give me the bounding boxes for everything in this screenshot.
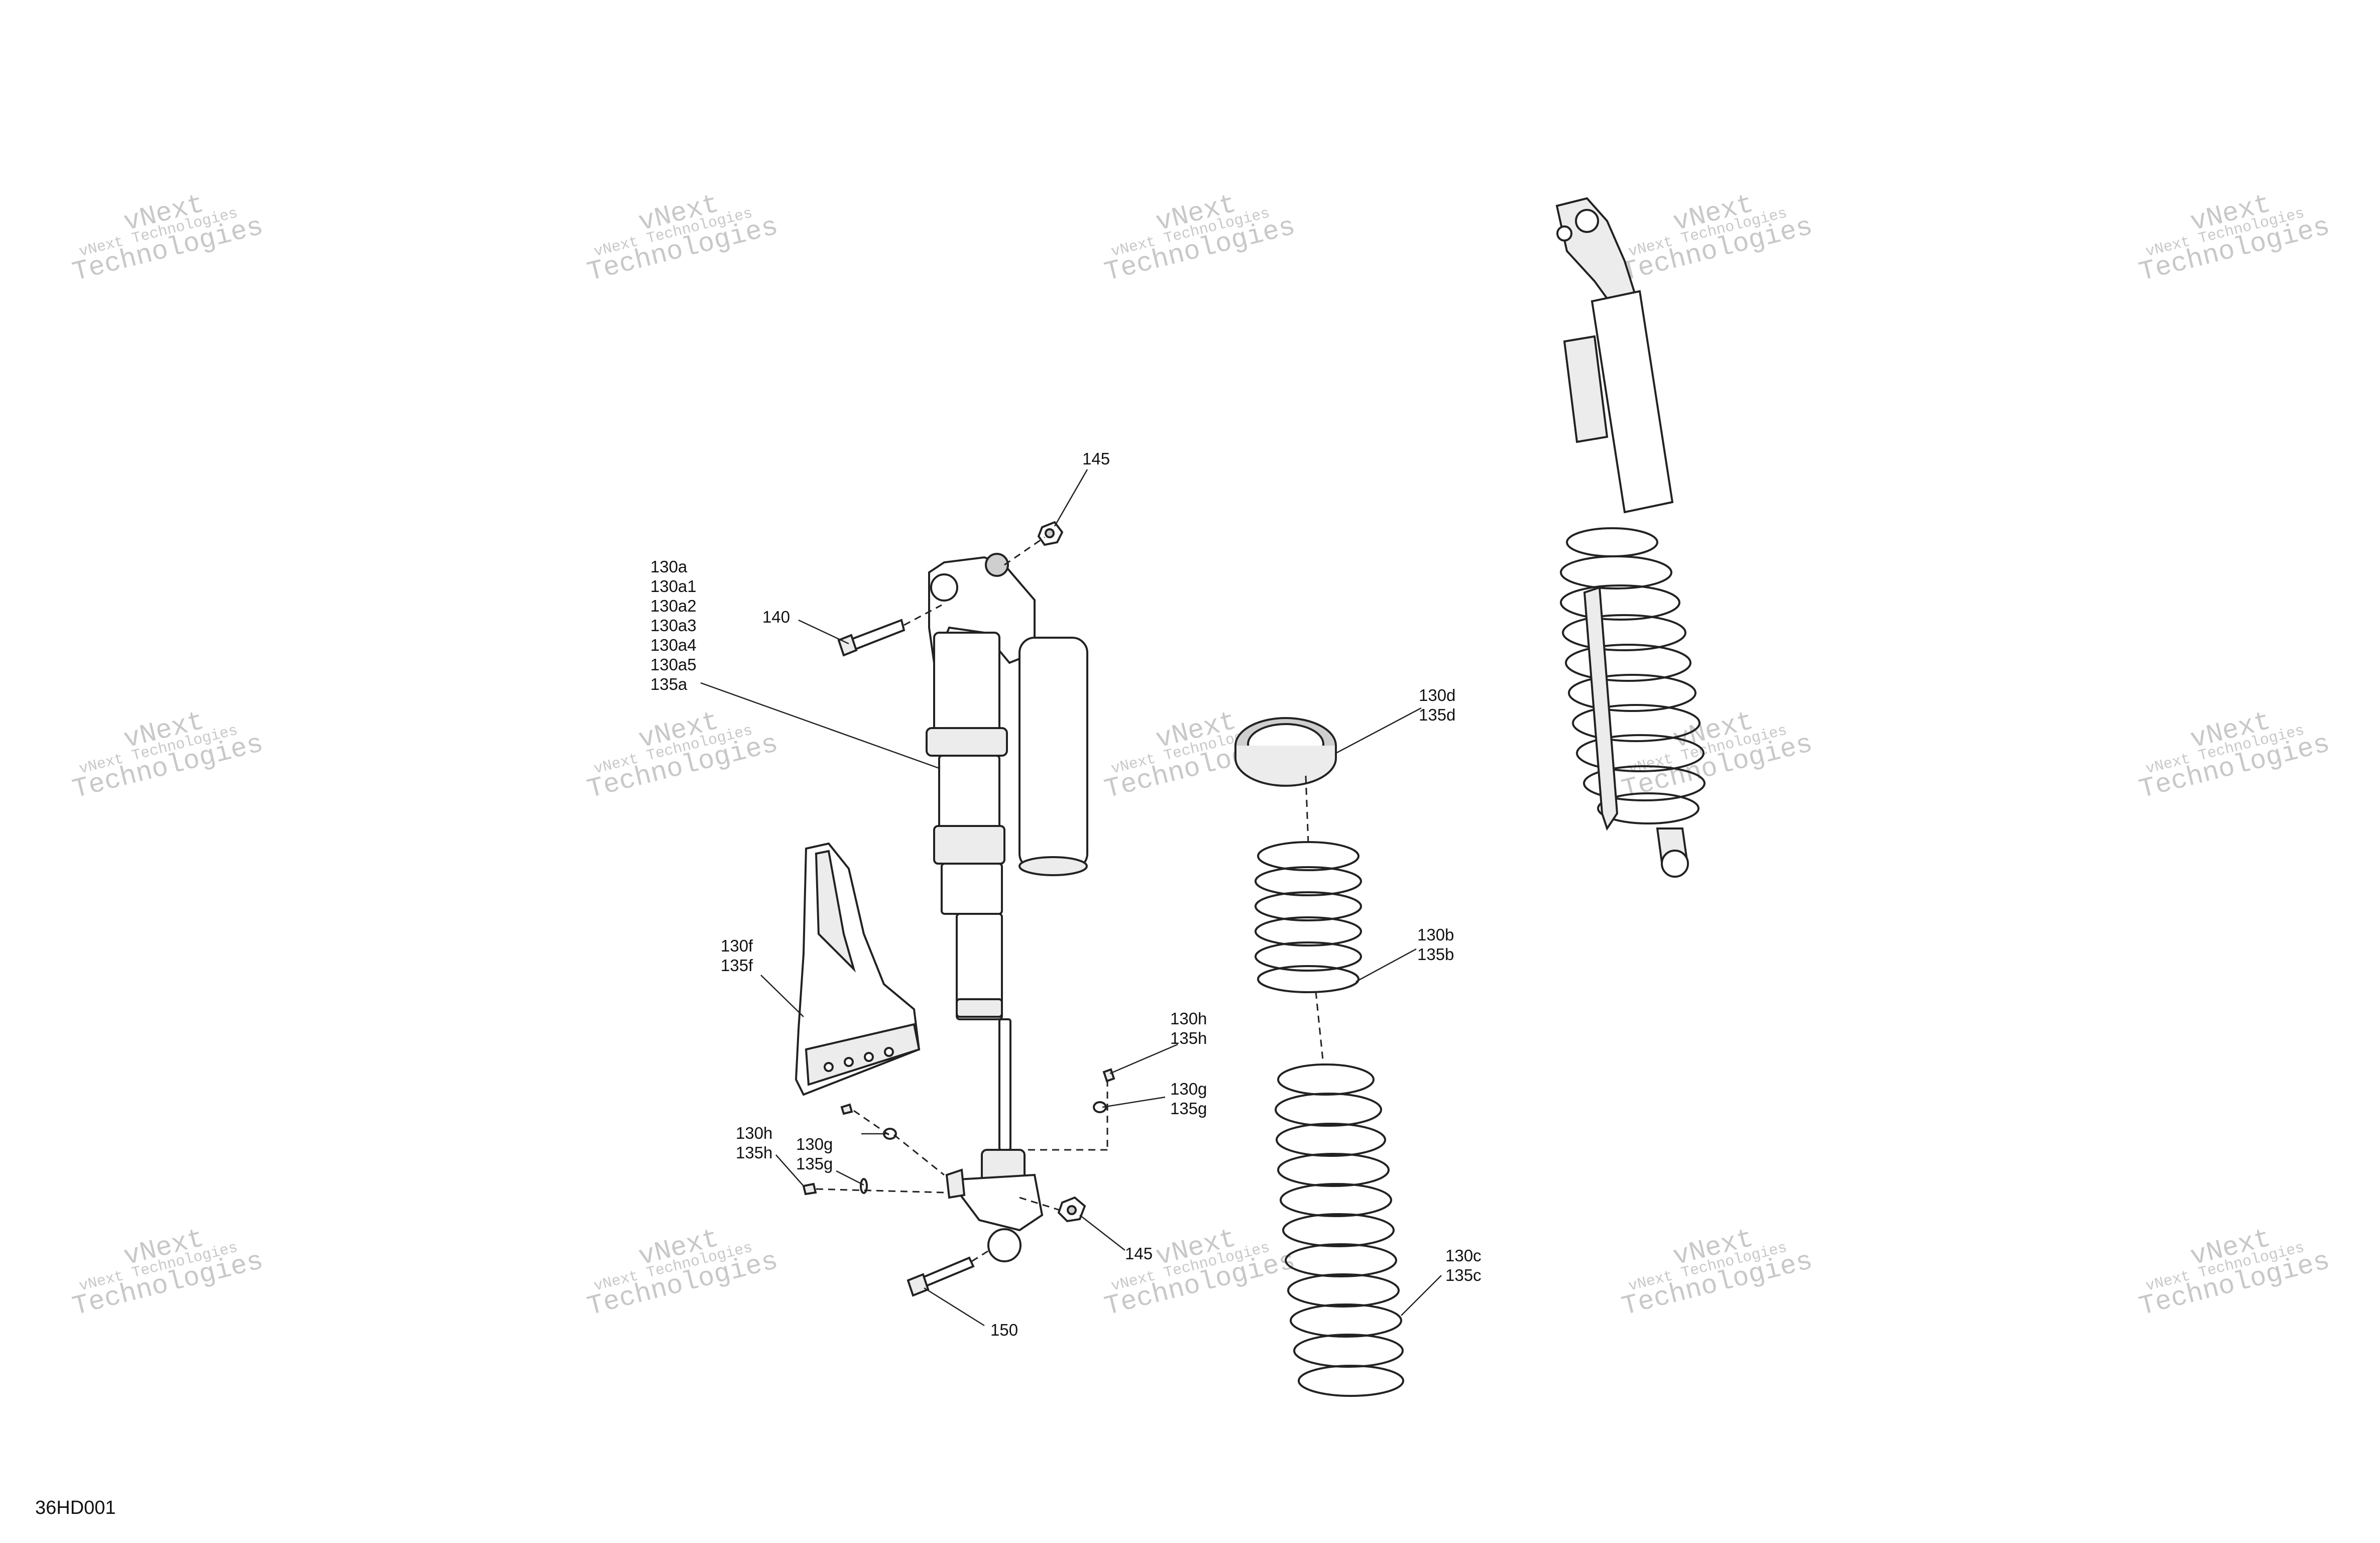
callout-text: 135f <box>721 956 753 975</box>
callout-top-nut: 145 <box>1082 449 1110 468</box>
callout-bottom-nut: 145 <box>1125 1244 1153 1263</box>
small-fasteners-illustration <box>802 1068 1115 1196</box>
callout-text: 145 <box>1082 449 1110 468</box>
callout-text: 140 <box>762 608 790 626</box>
callout-text: 135d <box>1419 705 1455 724</box>
leader-lines <box>700 469 1442 1327</box>
callout-text: 130a1 <box>650 577 697 596</box>
callout-text: 135h <box>736 1143 772 1162</box>
callout-shock-main: 130a 130a1 130a2 130a3 130a4 130a5 135a <box>650 557 697 693</box>
callout-text: 130a5 <box>650 655 697 674</box>
bottom-bolt-illustration <box>906 1256 975 1297</box>
callout-text: 130a4 <box>650 636 697 654</box>
callout-text: 130h <box>736 1124 772 1142</box>
assembled-shock-illustration <box>1555 197 1706 878</box>
callout-upper-spring: 130b 135b <box>1417 925 1454 964</box>
callout-guard: 130f 135f <box>721 936 753 975</box>
callout-text: 130d <box>1419 686 1455 704</box>
callout-text: 135a <box>650 675 688 693</box>
callout-text: 130a <box>650 557 688 576</box>
callout-bolt-right: 130h 135h <box>1170 1009 1207 1047</box>
callout-top-bolt: 140 <box>762 608 790 626</box>
callout-washer-right: 130g 135g <box>1170 1080 1207 1118</box>
callout-text: 130g <box>796 1135 833 1153</box>
callout-text: 135b <box>1417 945 1454 964</box>
upper-spring-illustration <box>1255 841 1362 993</box>
callout-text: 130b <box>1417 925 1454 944</box>
diagram-code: 36HD001 <box>35 1497 116 1518</box>
callout-text: 135c <box>1445 1266 1482 1284</box>
top-bolt-illustration <box>837 619 905 657</box>
callout-text: 130a2 <box>650 597 697 615</box>
top-nut-illustration <box>1037 521 1064 546</box>
callout-lower-spring: 130c 135c <box>1445 1246 1482 1284</box>
guard-illustration <box>795 842 921 1096</box>
callout-bolt-left: 130h 135h <box>736 1124 772 1162</box>
callout-text: 130f <box>721 936 753 955</box>
callout-text: 130g <box>1170 1080 1207 1098</box>
spring-seat-illustration <box>1234 717 1337 787</box>
assembly-lines <box>816 536 1324 1262</box>
callout-text: 130h <box>1170 1009 1207 1028</box>
shock-absorber-illustration <box>926 553 1088 1262</box>
callout-text: 130c <box>1445 1246 1482 1265</box>
callout-washer-left: 130g 135g <box>796 1135 833 1173</box>
callout-bottom-bolt: 150 <box>990 1321 1018 1339</box>
callout-text: 135g <box>796 1154 833 1173</box>
callout-text: 150 <box>990 1321 1018 1339</box>
callout-text: 135h <box>1170 1029 1207 1047</box>
lower-spring-illustration <box>1275 1063 1404 1397</box>
callout-text: 135g <box>1170 1099 1207 1118</box>
assembled-spring <box>1560 527 1706 824</box>
callout-text: 130a3 <box>650 616 697 635</box>
callout-spring-seat: 130d 135d <box>1419 686 1455 724</box>
callout-text: 145 <box>1125 1244 1153 1263</box>
bottom-nut-illustration <box>1057 1196 1086 1223</box>
